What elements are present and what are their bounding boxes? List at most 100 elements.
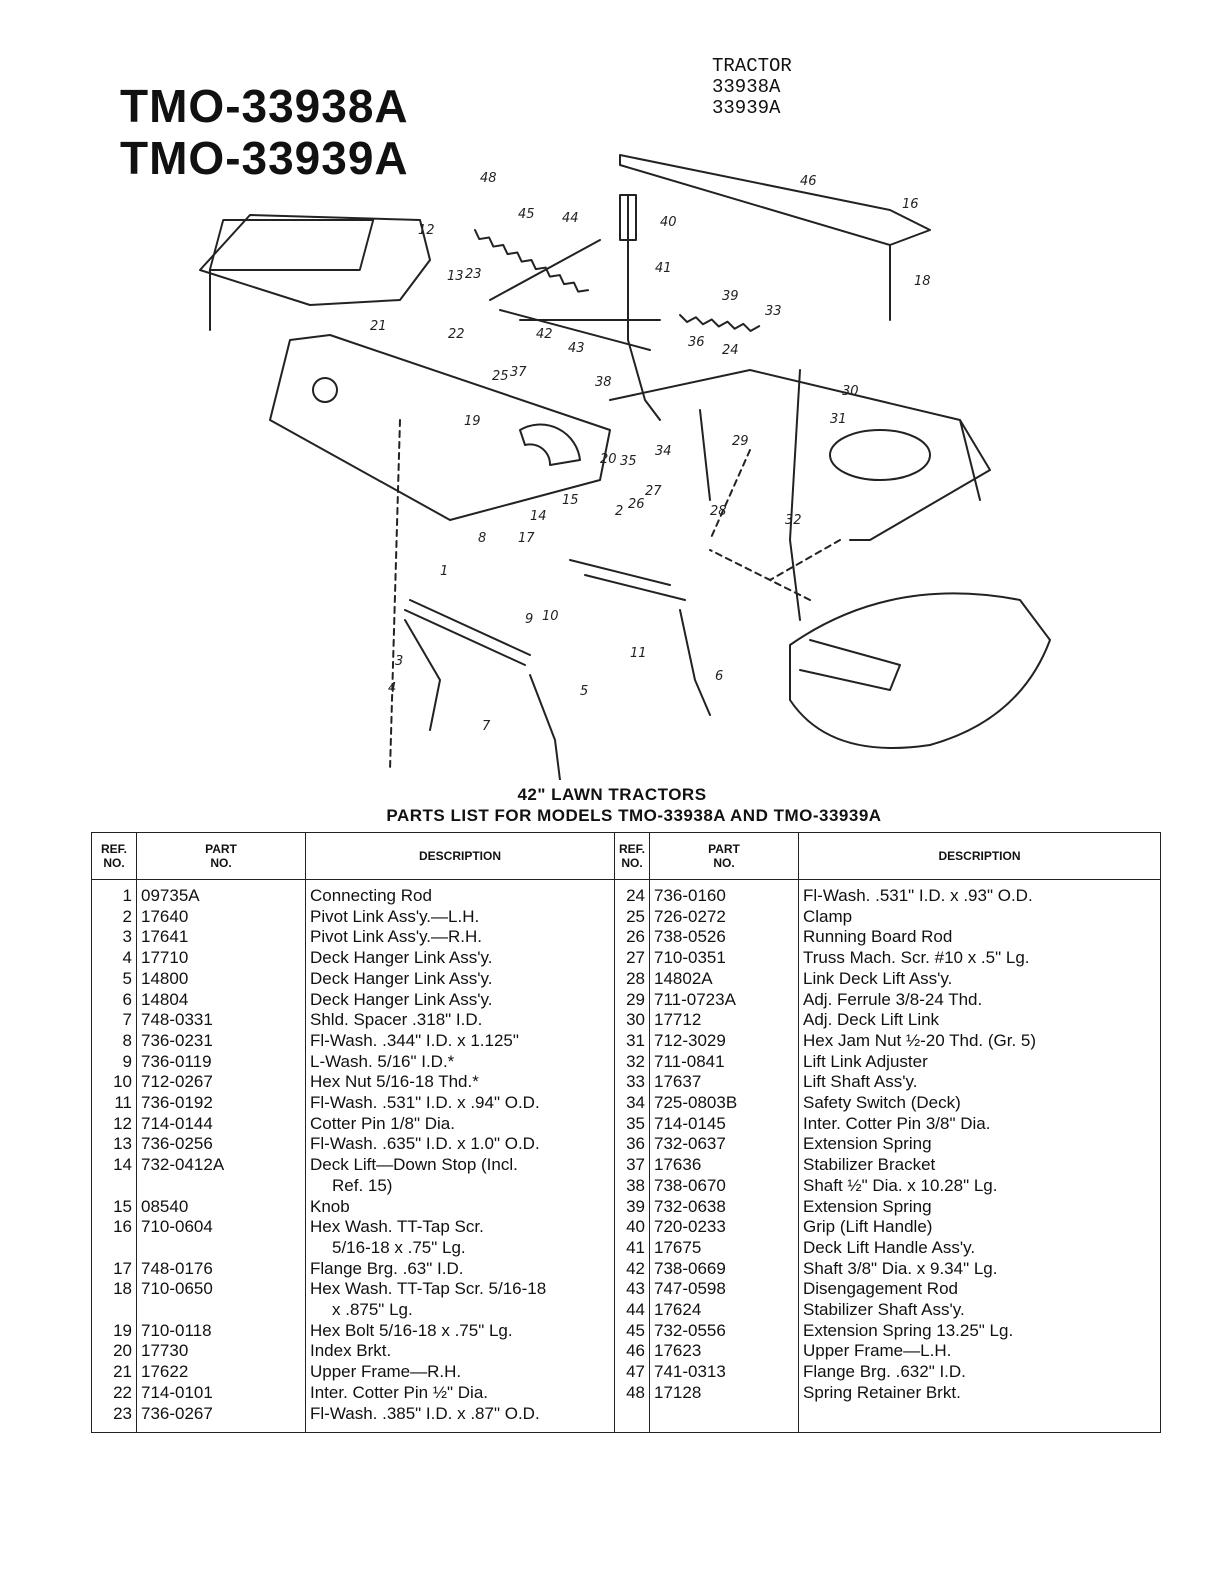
part-description: Pivot Link Ass'y.—R.H. (310, 927, 483, 947)
callout-34: 34 (655, 444, 672, 459)
part-number: 09735A (141, 886, 200, 905)
callout-24: 24 (722, 343, 739, 358)
part-description: Fl-Wash. .531" I.D. x .94" O.D. (310, 1093, 540, 1113)
part-description: Grip (Lift Handle) (803, 1217, 933, 1237)
part-number: 714-0101 (141, 1382, 213, 1402)
part-description: Lift Link Adjuster (803, 1051, 928, 1071)
ref-number: 25 (626, 906, 645, 926)
callout-38: 38 (595, 375, 612, 390)
exploded-parts-diagram: 48 45 44 40 46 16 18 12 23 13 41 39 33 2… (199, 154, 1051, 780)
callout-28: 28 (710, 504, 727, 519)
callout-3: 3 (395, 654, 403, 669)
callout-36: 36 (688, 335, 705, 350)
ref-number: 17 (113, 1258, 132, 1278)
part-number: 726-0272 (654, 906, 726, 926)
ref-number: 13 (113, 1134, 132, 1154)
connecting-rod-drawing (404, 599, 531, 666)
callout-7: 7 (482, 719, 491, 734)
ref-number: 30 (626, 1010, 645, 1030)
part-description: Fl-Wash. .531" I.D. x .93" O.D. (803, 886, 1033, 905)
part-number: 732-0637 (654, 1134, 726, 1154)
part-description: Stabilizer Bracket (803, 1155, 936, 1175)
part-description: Clamp (803, 906, 853, 926)
ref-number: 2 (122, 906, 132, 926)
model-title-1: TMO-33938A (120, 80, 409, 132)
part-description: Hex Jam Nut ½-20 Thd. (Gr. 5) (803, 1030, 1037, 1050)
hanger-link-5-drawing (529, 674, 561, 780)
part-description-continued: x .875" Lg. (332, 1300, 413, 1320)
callout-20: 20 (600, 452, 617, 467)
part-number: 711-0723A (654, 989, 736, 1009)
part-number: 748-0176 (141, 1258, 213, 1278)
callout-23: 23 (465, 267, 482, 282)
header-desc-left: DESCRIPTION (305, 832, 615, 880)
header-ref-right: REF.NO. (614, 832, 650, 880)
part-description: Extension Spring 13.25" Lg. (803, 1320, 1014, 1340)
ref-number: 19 (113, 1320, 132, 1340)
part-description: Inter. Cotter Pin ½" Dia. (310, 1382, 489, 1402)
part-description: Adj. Deck Lift Link (803, 1010, 940, 1030)
callout-8: 8 (478, 531, 486, 546)
ref-number: 1 (122, 886, 132, 905)
ref-number: 3 (122, 927, 132, 947)
ref-number: 6 (122, 989, 132, 1009)
caption-title: 42" LAWN TRACTORS (517, 785, 707, 804)
caption-subtitle: PARTS LIST FOR MODELS TMO-33938A AND TMO… (386, 806, 882, 825)
ref-number: 43 (626, 1279, 645, 1299)
ref-number: 37 (626, 1155, 645, 1175)
tractor-label: TRACTOR (712, 55, 792, 77)
part-description: Pivot Link Ass'y.—L.H. (310, 906, 480, 926)
part-description: Inter. Cotter Pin 3/8" Dia. (803, 1113, 991, 1133)
callout-2: 2 (615, 504, 623, 519)
part-number: 725-0803B (654, 1093, 738, 1113)
callout-11: 11 (630, 646, 647, 661)
part-number: 710-0604 (141, 1217, 213, 1237)
callout-30: 30 (842, 384, 859, 399)
part-description: Running Board Rod (803, 927, 953, 947)
ref-number: 22 (113, 1382, 132, 1402)
tractor-models: TRACTOR 33938A 33939A (712, 56, 792, 119)
ref-number: 11 (114, 1093, 132, 1113)
part-number: 08540 (141, 1196, 189, 1216)
upper-frame-lh-drawing (619, 154, 931, 321)
callout-41: 41 (655, 261, 672, 276)
ref-number: 41 (626, 1237, 645, 1257)
seat-panel-drawing (199, 214, 431, 331)
callout-9: 9 (525, 612, 533, 627)
part-number: 710-0118 (141, 1320, 212, 1340)
part-description: Flange Brg. .632" I.D. (803, 1362, 966, 1382)
part-number: 736-0231 (141, 1030, 213, 1050)
ref-number: 45 (626, 1320, 645, 1340)
part-number: 17640 (141, 906, 189, 926)
ref-number: 33 (626, 1072, 645, 1092)
ref-number: 34 (626, 1093, 645, 1113)
callout-19: 19 (464, 414, 481, 429)
header-ref-left: REF.NO. (91, 832, 137, 880)
part-description: Hex Wash. TT-Tap Scr. (310, 1217, 484, 1237)
spring-45-drawing (474, 229, 590, 293)
part-number: 748-0331 (141, 1010, 213, 1030)
part-number: 736-0256 (141, 1134, 213, 1154)
ref-number: 46 (626, 1341, 645, 1361)
tractor-model-2: 33939A (712, 97, 781, 119)
callout-46: 46 (800, 174, 817, 189)
part-number: 710-0351 (654, 948, 726, 968)
part-number: 712-0267 (141, 1072, 213, 1092)
ref-number: 47 (626, 1362, 645, 1382)
ref-number: 7 (122, 1010, 132, 1030)
hanger-link-6-drawing (679, 609, 711, 716)
part-description: Truss Mach. Scr. #10 x .5" Lg. (803, 948, 1030, 968)
ref-number: 29 (626, 989, 645, 1009)
ref-number: 28 (626, 968, 645, 988)
callout-42: 42 (536, 327, 553, 342)
ref-number: 16 (113, 1217, 132, 1237)
